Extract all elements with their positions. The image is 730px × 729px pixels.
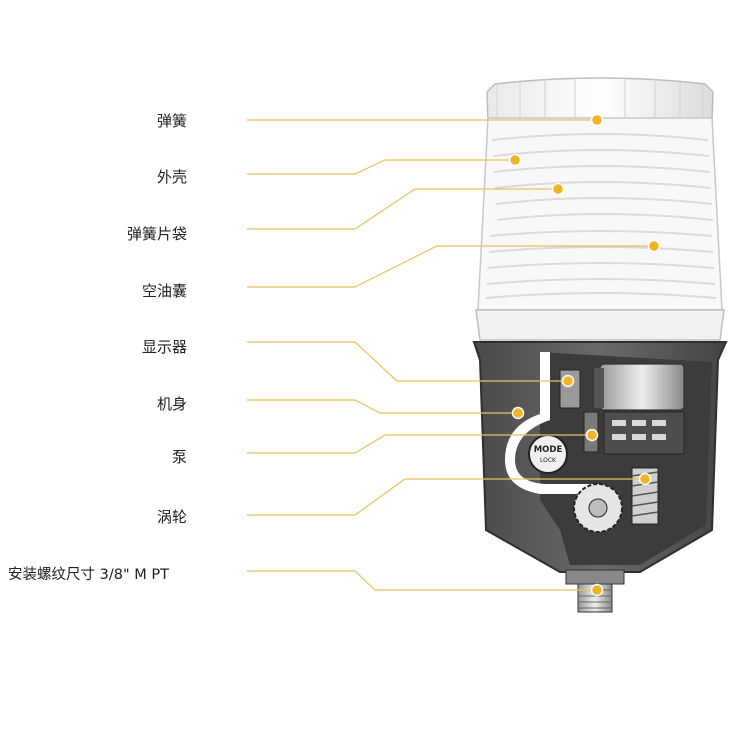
label-body: 机身: [156, 395, 187, 413]
housing: MODE LOCK: [472, 341, 728, 613]
leader-display: [247, 341, 568, 382]
label-thread-size: 安装螺纹尺寸 3/8" M PT: [8, 567, 169, 583]
leader-spring-plate-bag: [247, 188, 558, 230]
dot-worm-gear: [638, 472, 652, 486]
dot-spring-plate-bag: [551, 182, 565, 196]
mode-button[interactable]: MODE LOCK: [528, 434, 568, 474]
label-worm-gear: 涡轮: [156, 508, 187, 526]
dot-empty-oil-bag: [647, 239, 661, 253]
lock-label: LOCK: [540, 457, 557, 464]
dot-shell: [508, 153, 522, 167]
leader-pump: [247, 434, 592, 454]
dot-spring: [590, 113, 604, 127]
label-pump: 泵: [171, 448, 187, 466]
motor: [599, 363, 685, 411]
callout-dots: [508, 113, 661, 597]
label-display: 显示器: [141, 338, 187, 356]
shell: [475, 77, 725, 341]
dot-pump: [585, 428, 599, 442]
label-spring-plate-bag: 弹簧片袋: [126, 225, 187, 243]
spring-coils: [485, 133, 717, 299]
leader-shell: [247, 159, 515, 175]
label-shell: 外壳: [156, 168, 187, 186]
leader-body: [247, 399, 518, 414]
dot-body: [511, 406, 525, 420]
dot-display: [561, 374, 575, 388]
leader-worm-gear: [247, 478, 645, 516]
label-spring: 弹簧: [156, 112, 187, 130]
label-empty-oil-bag: 空油囊: [141, 282, 187, 300]
leader-thread: [247, 570, 597, 591]
leader-lines: [247, 119, 654, 591]
mode-button-label: MODE: [534, 445, 563, 455]
circuit-board: [603, 411, 685, 455]
leader-empty-oil-bag: [247, 245, 654, 288]
dot-thread: [590, 583, 604, 597]
